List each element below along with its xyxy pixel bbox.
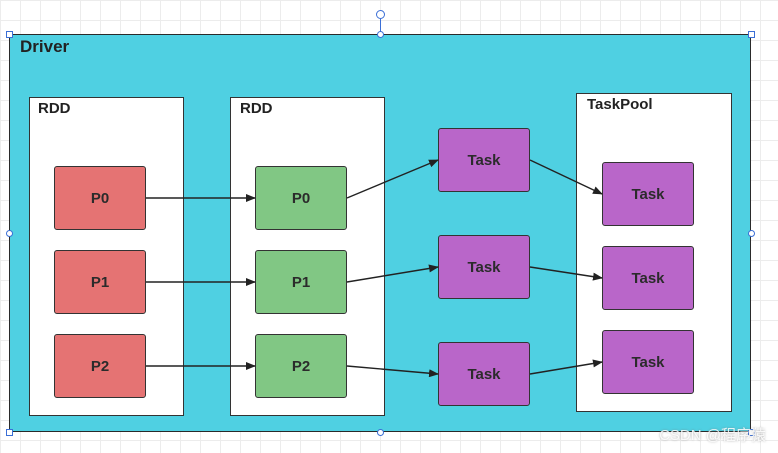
rdd2-title: RDD [240, 100, 273, 117]
resize-handle-top-right[interactable] [748, 31, 755, 38]
task-node[interactable]: Task [438, 342, 530, 406]
resize-handle-bottom-right[interactable] [748, 429, 755, 436]
rdd1-partition-p2[interactable]: P2 [54, 334, 146, 398]
task-node[interactable]: Task [438, 128, 530, 192]
resize-handle-bottom-left[interactable] [6, 429, 13, 436]
watermark: CSDN @程序猿 [659, 427, 766, 444]
arrow-rdd2-p1-to-task [346, 264, 439, 283]
arrow-rdd2-p0-to-task [346, 159, 439, 199]
rdd2-partition-p1[interactable]: P1 [255, 250, 347, 314]
rotate-handle[interactable] [376, 10, 385, 19]
task-node[interactable]: Task [438, 235, 530, 299]
rdd1-partition-p0[interactable]: P0 [54, 166, 146, 230]
taskpool-title: TaskPool [587, 96, 653, 113]
arrow-task-to-taskpool-2 [529, 359, 603, 375]
rotate-handle-line [380, 19, 381, 33]
arrow-rdd2-p2-to-task [346, 365, 439, 378]
resize-handle-bottom[interactable] [377, 429, 384, 436]
arrow-task-to-taskpool-0 [529, 159, 603, 195]
resize-handle-top[interactable] [377, 31, 384, 38]
rdd1-partition-p1[interactable]: P1 [54, 250, 146, 314]
rdd1-title: RDD [38, 100, 71, 117]
resize-handle-right[interactable] [748, 230, 755, 237]
taskpool-task[interactable]: Task [602, 246, 694, 310]
resize-handle-left[interactable] [6, 230, 13, 237]
rdd2-partition-p2[interactable]: P2 [255, 334, 347, 398]
resize-handle-top-left[interactable] [6, 31, 13, 38]
taskpool-task[interactable]: Task [602, 162, 694, 226]
driver-label: Driver [20, 37, 70, 56]
rdd2-partition-p0[interactable]: P0 [255, 166, 347, 230]
arrow-task-to-taskpool-1 [529, 266, 603, 281]
